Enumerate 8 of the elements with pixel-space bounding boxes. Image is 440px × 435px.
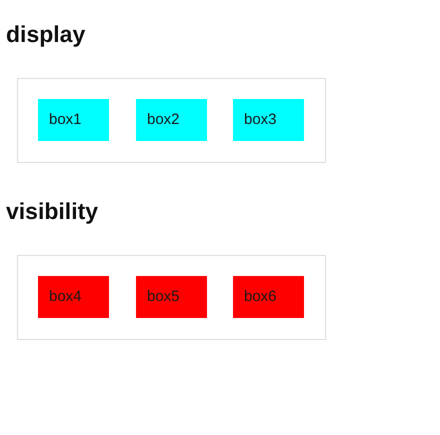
item-box: box2: [136, 99, 207, 141]
section-heading: visibility: [6, 197, 98, 225]
item-box: box3: [233, 99, 304, 141]
item-box: box1: [38, 99, 109, 141]
item-box: box5: [136, 276, 207, 318]
section-heading: display: [6, 20, 86, 48]
item-box: box6: [233, 276, 304, 318]
item-box: box4: [38, 276, 109, 318]
